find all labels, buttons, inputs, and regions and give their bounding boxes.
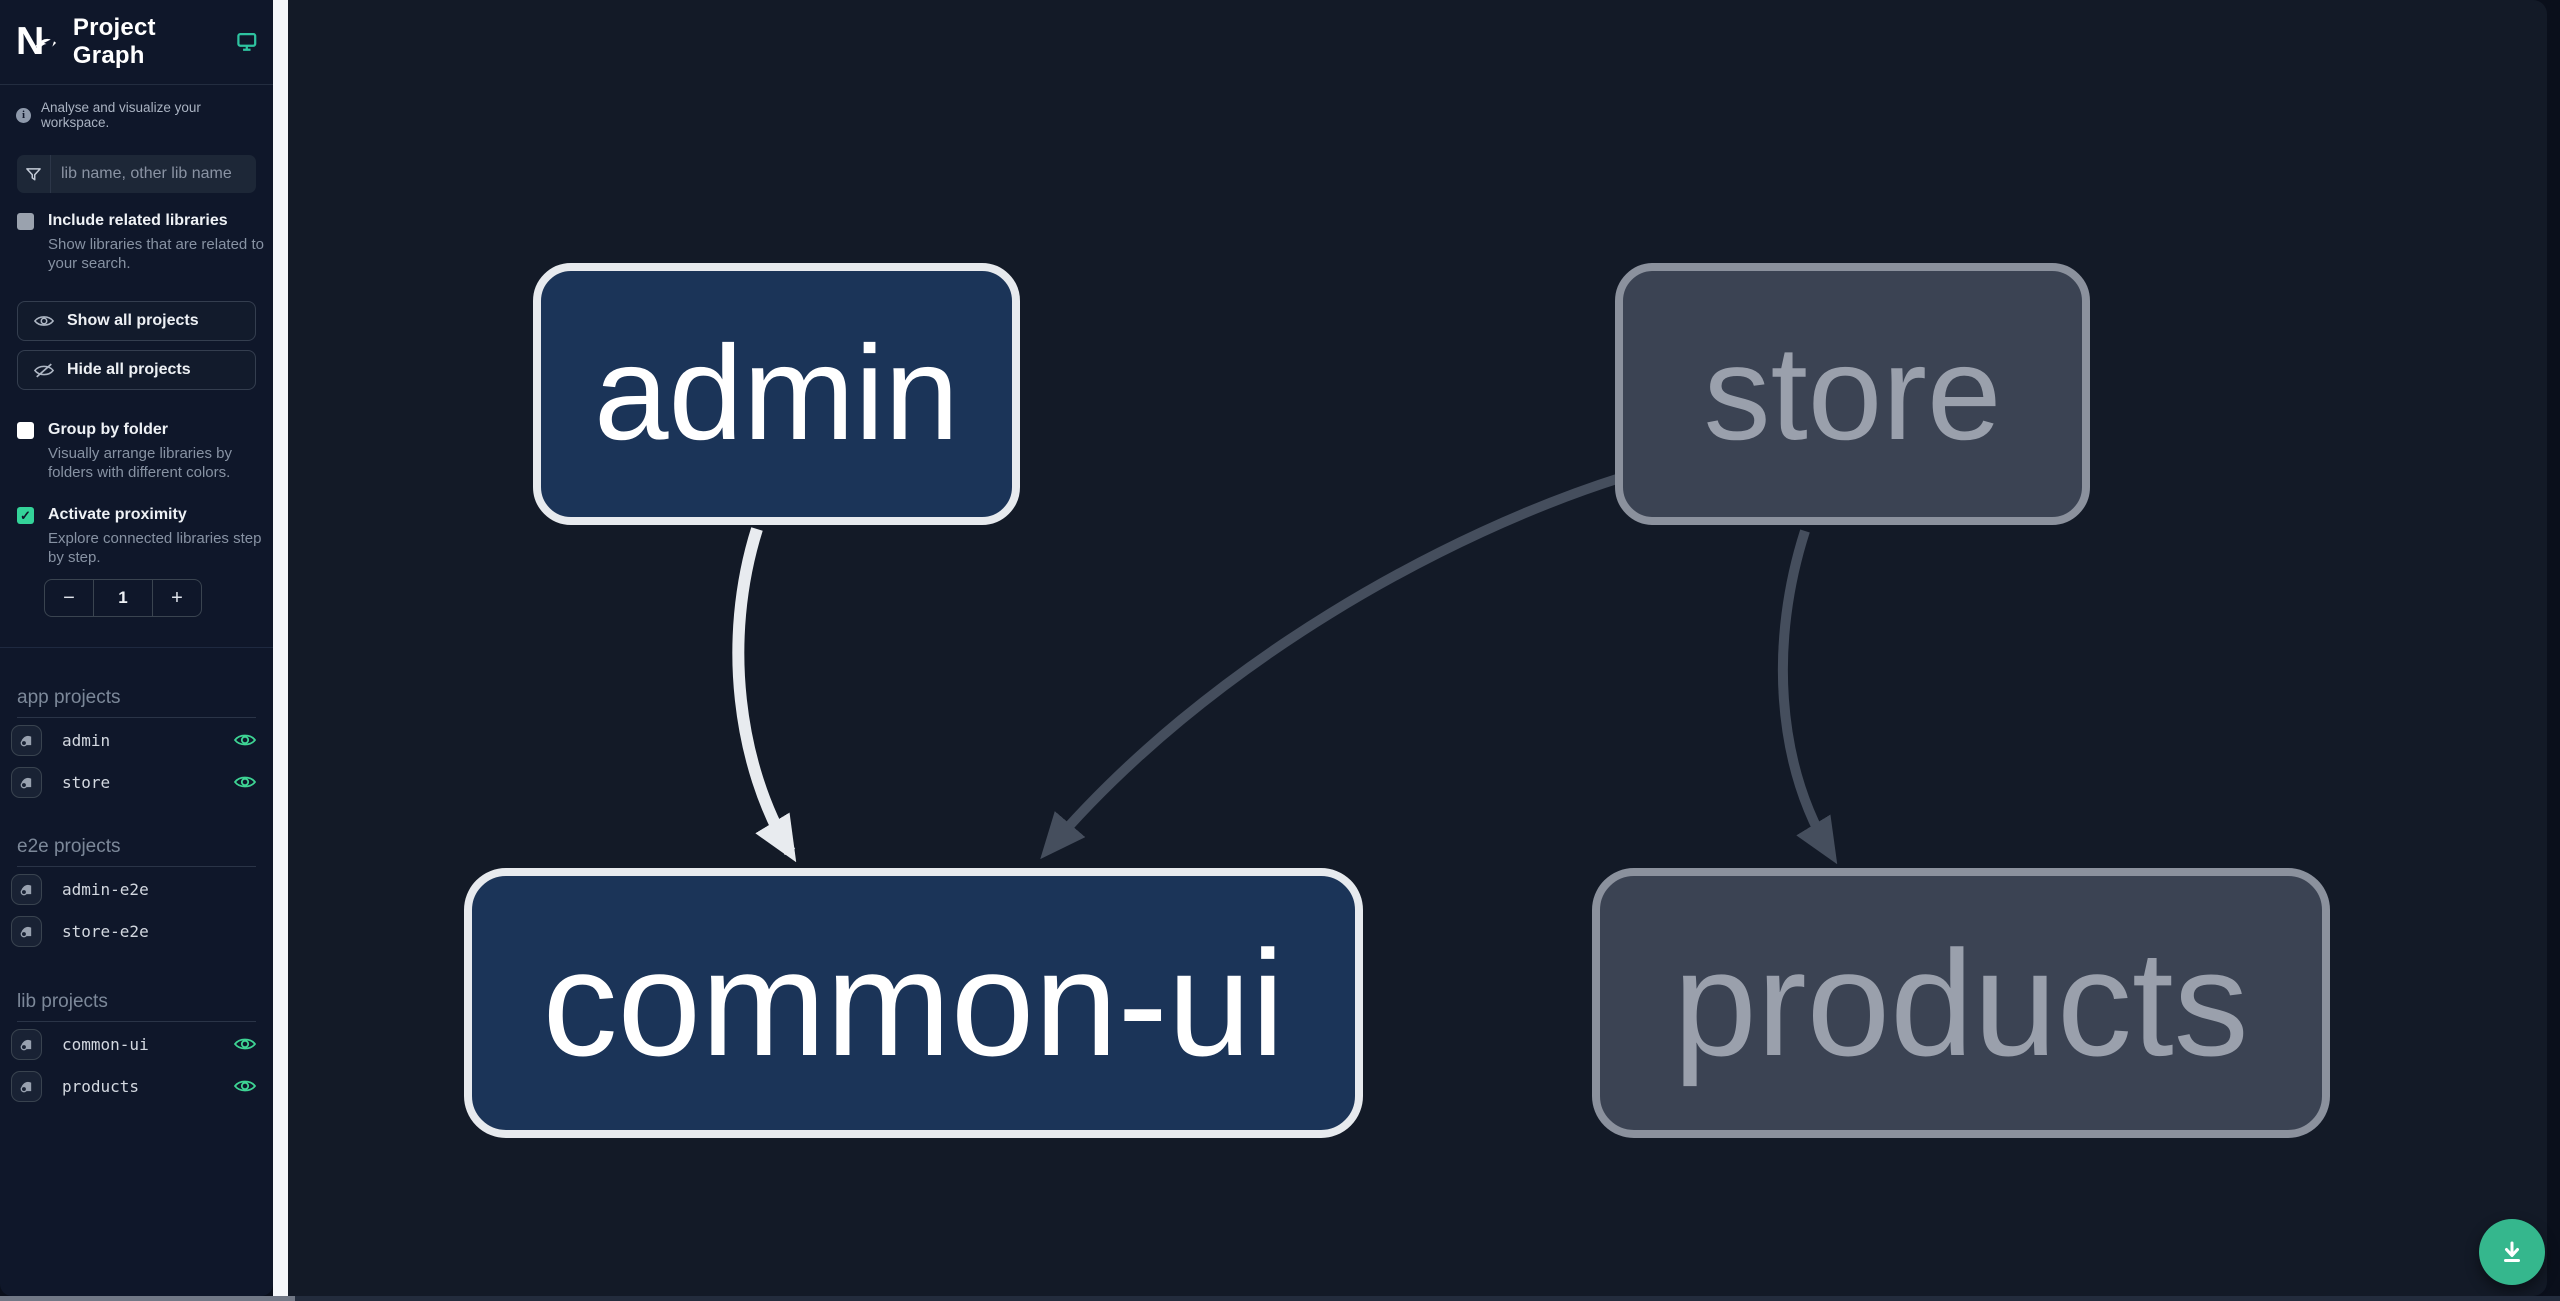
group-by-folder-option: Group by folder Visually arrange librari… <box>17 421 256 482</box>
graph-canvas[interactable]: admin store common-ui products <box>288 0 2547 1296</box>
hide-all-projects-label: Hide all projects <box>67 361 191 378</box>
project-name: store-e2e <box>62 921 149 941</box>
proximity-option: Activate proximity Explore connected lib… <box>17 506 261 567</box>
project-type-icon[interactable] <box>11 915 42 947</box>
project-row-store[interactable]: store <box>11 762 256 802</box>
info-icon: i <box>16 107 31 123</box>
project-name: store <box>62 772 111 792</box>
project-type-icon[interactable] <box>11 1070 42 1102</box>
proximity-depth-value: 1 <box>93 580 153 616</box>
download-icon <box>2504 1241 2520 1262</box>
graph-node-store[interactable]: store <box>1615 263 2090 525</box>
project-type-icon[interactable] <box>11 766 42 798</box>
include-related-label: Include related libraries <box>48 212 228 229</box>
search-input[interactable] <box>51 155 256 193</box>
show-all-projects-label: Show all projects <box>67 312 199 329</box>
edge-store-to-products[interactable] <box>1777 529 1838 865</box>
decrement-button[interactable]: − <box>63 586 75 609</box>
project-name: products <box>62 1076 140 1096</box>
visibility-eye-icon[interactable] <box>234 729 256 751</box>
section-heading: lib projects <box>17 991 256 1022</box>
group-by-folder-checkbox[interactable] <box>17 422 34 439</box>
sidebar: N Project Graph i Analyse and visualize … <box>0 0 273 1296</box>
visibility-eye-icon[interactable] <box>234 771 256 793</box>
section-app-projects: app projects admin store <box>11 687 256 802</box>
proximity-depth-stepper: − 1 + <box>44 579 202 617</box>
page-title: Project Graph <box>72 14 156 69</box>
group-by-folder-label: Group by folder <box>48 421 168 438</box>
eye-icon <box>34 316 54 326</box>
include-related-description: Show libraries that are related to your … <box>48 236 264 272</box>
include-related-checkbox[interactable] <box>17 213 34 230</box>
horizontal-scrollbar-track[interactable] <box>0 1296 2560 1301</box>
download-image-button[interactable] <box>2479 1219 2545 1285</box>
section-heading: app projects <box>17 687 256 718</box>
sidebar-header: N Project Graph <box>0 0 273 85</box>
filter-searchbox <box>17 155 256 193</box>
section-heading: e2e projects <box>17 836 256 867</box>
sidebar-resize-gutter[interactable] <box>273 0 288 1296</box>
visibility-eye-icon[interactable] <box>234 1075 256 1097</box>
nx-logo-icon: N <box>16 21 57 63</box>
increment-button[interactable]: + <box>171 586 183 609</box>
graph-edges <box>732 472 1838 865</box>
project-name: common-ui <box>62 1034 149 1054</box>
project-type-icon[interactable] <box>11 873 42 905</box>
graph-node-common-ui[interactable]: common-ui <box>464 868 1363 1138</box>
project-row-store-e2e[interactable]: store-e2e <box>11 911 256 951</box>
project-row-admin-e2e[interactable]: admin-e2e <box>11 869 256 909</box>
hide-all-projects-button[interactable]: Hide all projects <box>17 350 256 390</box>
horizontal-scrollbar-thumb[interactable] <box>0 1296 295 1301</box>
workspace-hint: i Analyse and visualize your workspace. <box>16 100 257 130</box>
proximity-description: Explore connected libraries step by step… <box>48 530 262 566</box>
funnel-icon <box>17 155 51 193</box>
project-row-common-ui[interactable]: common-ui <box>11 1024 256 1064</box>
visibility-eye-icon[interactable] <box>234 1033 256 1055</box>
project-type-icon[interactable] <box>11 724 42 756</box>
workspace-hint-text: Analyse and visualize your workspace. <box>41 100 201 130</box>
section-e2e-projects: e2e projects admin-e2e store-e2e <box>11 836 256 951</box>
graph-node-admin[interactable]: admin <box>533 263 1020 525</box>
include-related-option: Include related libraries Show libraries… <box>17 212 264 273</box>
proximity-label: Activate proximity <box>48 506 187 523</box>
sidebar-divider <box>0 647 273 648</box>
project-row-admin[interactable]: admin <box>11 720 256 760</box>
section-lib-projects: lib projects common-ui products <box>11 991 256 1106</box>
graph-node-products[interactable]: products <box>1592 868 2330 1138</box>
project-name: admin-e2e <box>62 879 149 899</box>
project-type-icon[interactable] <box>11 1028 42 1060</box>
edge-store-to-common-ui[interactable] <box>1040 472 1625 860</box>
proximity-checkbox[interactable] <box>17 507 34 524</box>
edge-admin-to-common-ui[interactable] <box>732 527 797 863</box>
show-all-projects-button[interactable]: Show all projects <box>17 301 256 341</box>
project-name: admin <box>62 730 111 750</box>
group-by-folder-description: Visually arrange libraries by folders wi… <box>48 445 232 481</box>
project-row-products[interactable]: products <box>11 1066 256 1106</box>
eye-off-icon <box>34 362 54 378</box>
monitor-icon[interactable] <box>237 32 257 52</box>
